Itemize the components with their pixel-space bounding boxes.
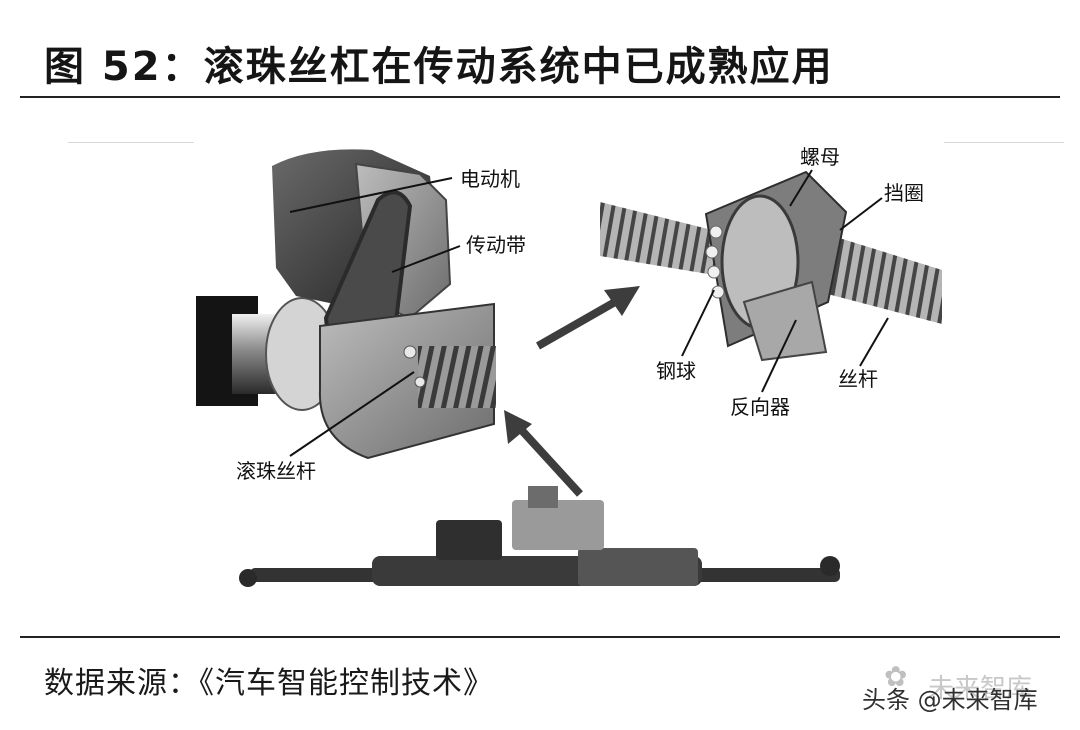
label-reverser: 反向器 <box>730 395 790 419</box>
pointer-arrows <box>504 286 640 497</box>
cutaway-assembly <box>196 149 496 460</box>
source-rule <box>20 636 1060 638</box>
watermark-icon: ✿ <box>884 660 908 693</box>
faint-rule-left <box>68 142 194 143</box>
pinion-unit <box>436 520 502 560</box>
watermark: 头条 @未来智库 <box>862 686 1038 714</box>
label-belt: 传动带 <box>466 233 526 257</box>
screw-housing <box>318 302 495 460</box>
figure-title: 图 52：滚珠丝杠在传动系统中已成熟应用 <box>44 44 834 90</box>
source-note: 数据来源：《汽车智能控制技术》 <box>44 666 494 701</box>
steering-rack <box>239 486 840 587</box>
faint-rule-right <box>944 142 1064 143</box>
reverser-block <box>742 280 828 362</box>
ball-screw-closeup <box>600 170 942 362</box>
label-retaining-ring: 挡圈 <box>884 181 924 205</box>
title-rule <box>20 96 1060 98</box>
screw-rod-left <box>600 202 720 276</box>
label-steel-ball: 钢球 <box>656 359 696 383</box>
ball-screw-thread <box>418 346 496 408</box>
label-ball-screw: 滚珠丝杆 <box>236 459 316 483</box>
leader-lines-right <box>681 169 889 393</box>
screw-rod-right <box>820 232 942 324</box>
motor-unit <box>512 500 604 550</box>
watermark-faint: 未来智库 <box>928 674 1033 704</box>
label-nut: 螺母 <box>800 145 840 169</box>
leader-lines-left <box>289 177 461 457</box>
label-screw-rod: 丝杆 <box>838 367 878 391</box>
label-motor: 电动机 <box>460 167 520 191</box>
